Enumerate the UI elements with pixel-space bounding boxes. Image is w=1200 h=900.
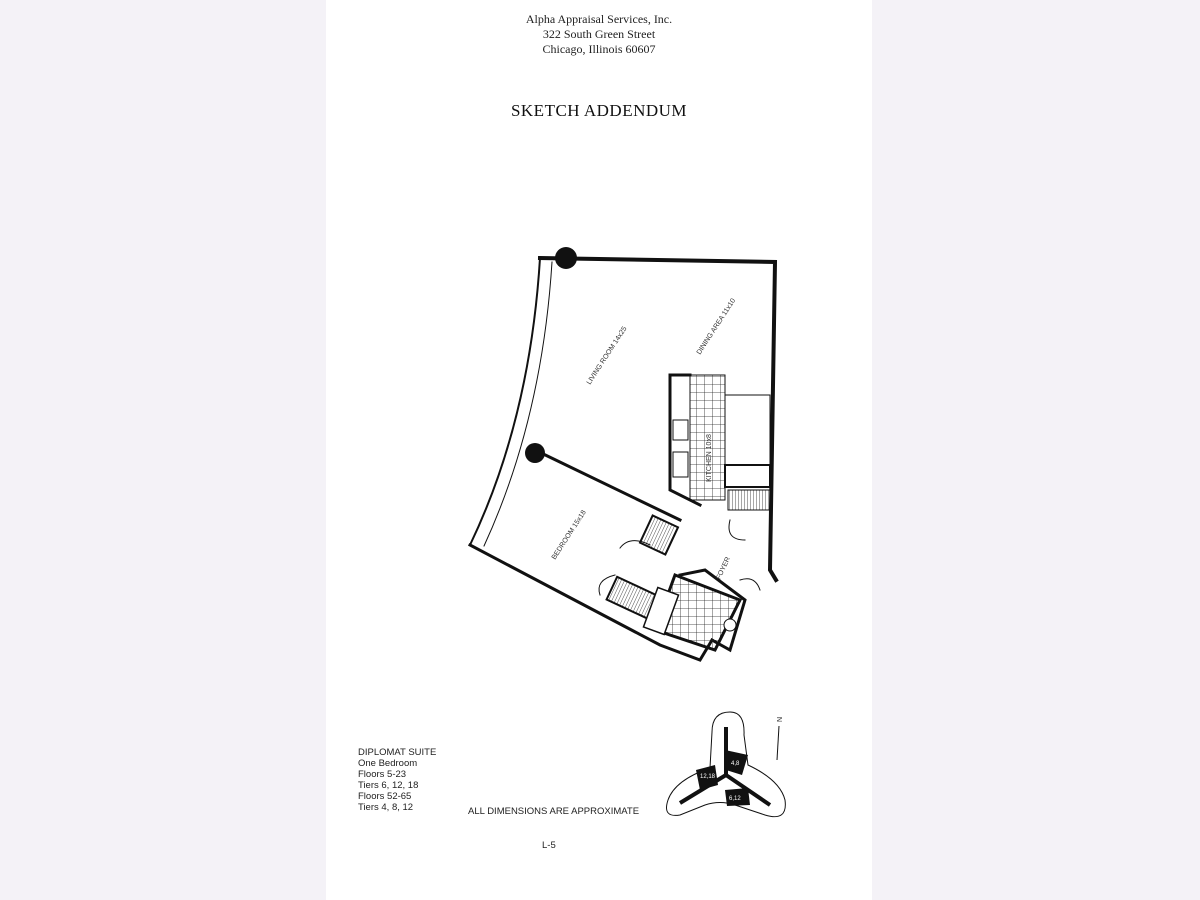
room-label-dining: DINING AREA 11x10 <box>696 297 737 356</box>
exterior-wall <box>537 255 779 583</box>
unit-info: DIPLOMAT SUITE One Bedroom Floors 5-23 T… <box>358 747 436 813</box>
curved-window-wall <box>468 256 542 547</box>
letterhead: Alpha Appraisal Services, Inc. 322 South… <box>326 12 872 57</box>
key-tier-2: 12,18 <box>700 774 716 780</box>
north-arrow-icon <box>776 725 780 761</box>
building-key-plan: 4,8 12,18 6,12 N <box>666 711 786 818</box>
room-label-bedroom: BEDROOM 15x18 <box>551 509 588 561</box>
room-label-foyer: FOYER <box>715 556 732 581</box>
room-label-kitchen: KITCHEN 10x8 <box>706 434 713 482</box>
page-number: L-5 <box>542 840 556 851</box>
key-tier-1: 4,8 <box>731 761 740 767</box>
company-street: 322 South Green Street <box>542 27 656 41</box>
document-page: Alpha Appraisal Services, Inc. 322 South… <box>326 0 872 900</box>
unit-tiers-1: Tiers 6, 12, 18 <box>358 780 419 791</box>
unit-type: One Bedroom <box>358 758 418 769</box>
company-city: Chicago, Illinois 60607 <box>542 42 656 56</box>
bedroom-wall <box>532 447 683 523</box>
north-label: N <box>777 717 784 722</box>
key-tier-3: 6,12 <box>729 796 741 802</box>
unit-name: DIPLOMAT SUITE <box>358 747 437 758</box>
room-label-living: LIVING ROOM 14x25 <box>586 325 629 386</box>
company-name: Alpha Appraisal Services, Inc. <box>525 12 673 26</box>
unit-floors-1: Floors 5-23 <box>358 769 407 780</box>
dimensions-note: ALL DIMENSIONS ARE APPROXIMATE <box>468 806 640 817</box>
page-title: SKETCH ADDENDUM <box>510 101 688 120</box>
column-mid <box>525 443 545 463</box>
unit-tiers-2: Tiers 4, 8, 12 <box>358 802 414 813</box>
unit-floors-2: Floors 52-65 <box>358 791 412 802</box>
column-top <box>555 247 577 269</box>
